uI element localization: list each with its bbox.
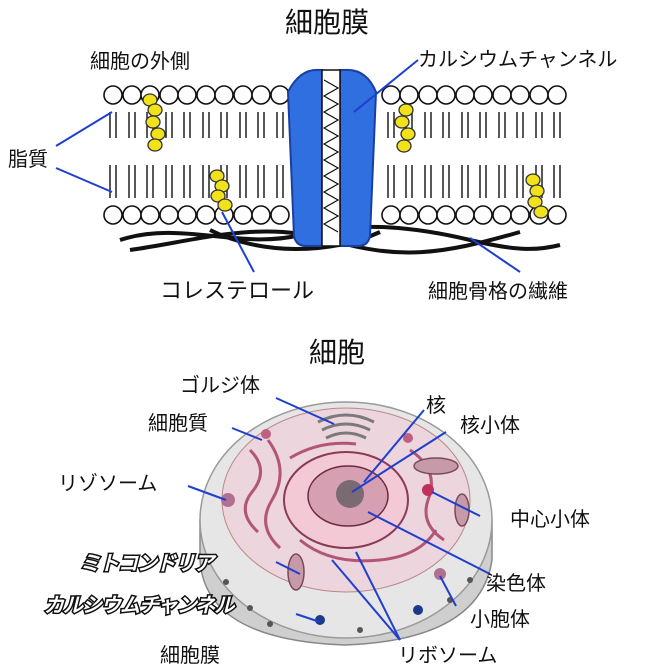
vesicle-label: 小胞体 [470, 607, 530, 631]
lipid-head [382, 86, 400, 104]
cholesterol-label: コレステロール [160, 279, 314, 304]
ribosome-label: リボソーム [398, 643, 497, 667]
lipid-head [252, 86, 270, 104]
lipid-head [493, 206, 511, 224]
lipid-head [400, 86, 418, 104]
lipid-head [178, 86, 196, 104]
lipid-head [474, 206, 492, 224]
lipid-head [548, 86, 566, 104]
lipid-head [419, 86, 437, 104]
lipid-head [382, 206, 400, 224]
lysosome-label: リゾソーム [58, 471, 157, 495]
cytoplasm-label: 細胞質 [148, 411, 208, 435]
nucleolus-label: 核小体 [460, 413, 520, 437]
calcium-channel-label: カルシウムチャンネル [418, 47, 617, 71]
lipid-head [104, 86, 122, 104]
mitochondria-label: ミトコンドリア [80, 551, 217, 575]
calcium-channel-protein [288, 70, 376, 246]
lipid-head [160, 206, 178, 224]
ca-channel-label: カルシウムチャンネル [44, 593, 235, 617]
lipid-head [271, 86, 289, 104]
lipid-head [141, 206, 159, 224]
lipid-head [252, 206, 270, 224]
lipid-head [474, 86, 492, 104]
lipid-head [493, 86, 511, 104]
lipid-head [271, 206, 289, 224]
lipid-head [234, 86, 252, 104]
cell-diagram: 細胞 ゴルジ体 細胞質 核 核小体 リゾソーム 中心小体 ミトコンドリア カルシ… [44, 336, 590, 667]
lipid-head [511, 206, 529, 224]
nucleus-label: 核 [426, 393, 446, 417]
lipid-head [123, 206, 141, 224]
lipid-head [437, 86, 455, 104]
lipid-head [197, 86, 215, 104]
lipid-head [160, 86, 178, 104]
lipid-head [530, 86, 548, 104]
lipid-head [123, 86, 141, 104]
lipid-head [456, 206, 474, 224]
lipid-head [197, 206, 215, 224]
golgi-label: ゴルジ体 [180, 373, 260, 397]
lipid-head [511, 86, 529, 104]
lipid-head [419, 206, 437, 224]
membrane-title: 細胞膜 [285, 6, 369, 39]
lipid-head [104, 206, 122, 224]
centrosome-label: 中心小体 [510, 507, 590, 531]
cell-title: 細胞 [309, 336, 365, 369]
lipid-head [400, 206, 418, 224]
cytoskeleton-label: 細胞骨格の繊維 [428, 279, 568, 303]
lipid-head [456, 86, 474, 104]
membrane-diagram: 細胞膜 細胞の外側 脂質 カルシウムチャンネル コレステロール 細胞骨格の繊維 [8, 6, 617, 304]
outside-cell-label: 細胞の外側 [90, 49, 190, 73]
lipid-head [178, 206, 196, 224]
lipid-label: 脂質 [8, 147, 48, 171]
lipid-head [215, 86, 233, 104]
cell-membrane-label: 細胞膜 [160, 643, 220, 667]
cell-body [200, 402, 492, 645]
chromosome-label: 染色体 [486, 571, 546, 595]
lipid-head [437, 206, 455, 224]
lipid-head [234, 206, 252, 224]
lipid-head [548, 206, 566, 224]
